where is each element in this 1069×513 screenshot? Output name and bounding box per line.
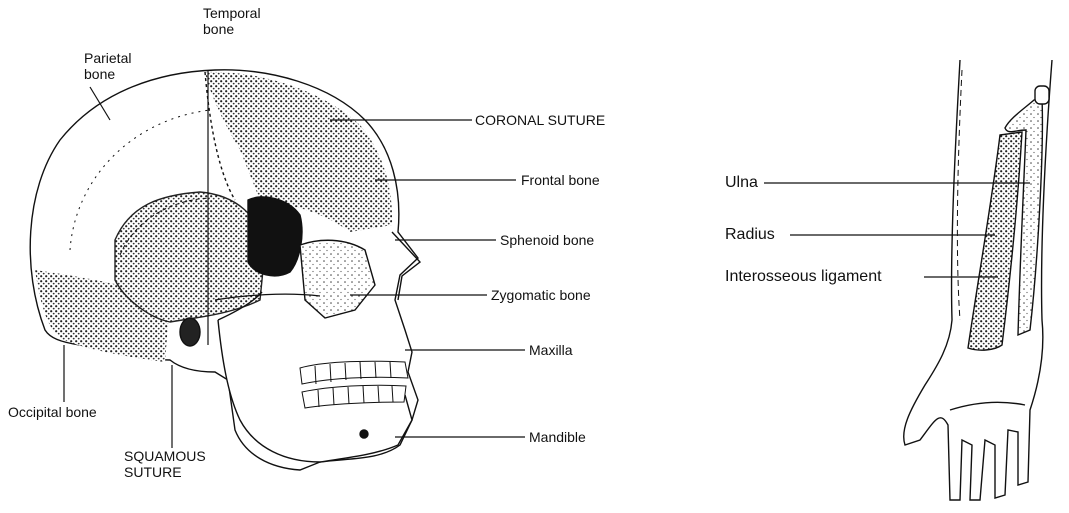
label-interosseous-ligament: Interosseous ligament xyxy=(725,268,882,286)
label-maxilla: Maxilla xyxy=(529,342,573,358)
label-temporal-bone: Temporal bone xyxy=(203,5,261,37)
label-ulna: Ulna xyxy=(725,174,758,192)
label-frontal-bone: Frontal bone xyxy=(521,172,600,188)
label-parietal-bone: Parietal bone xyxy=(84,50,131,82)
label-mandible: Mandible xyxy=(529,429,586,445)
label-sphenoid-bone: Sphenoid bone xyxy=(500,232,594,248)
label-occipital-bone: Occipital bone xyxy=(8,404,97,420)
radius-bone xyxy=(968,132,1022,350)
temporal-shading xyxy=(115,192,265,322)
label-squamous-suture: SQUAMOUS SUTURE xyxy=(124,448,206,480)
orbit xyxy=(248,197,302,276)
label-radius: Radius xyxy=(725,226,775,244)
label-zygomatic-bone: Zygomatic bone xyxy=(491,287,591,303)
skull-drawing xyxy=(30,70,525,470)
label-coronal-suture: CORONAL SUTURE xyxy=(475,112,605,128)
